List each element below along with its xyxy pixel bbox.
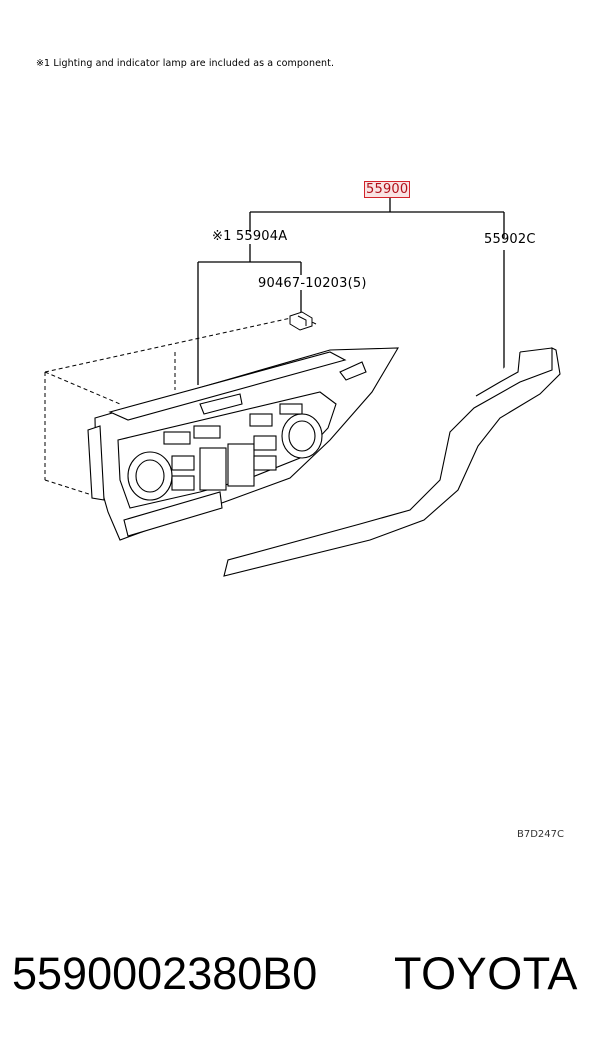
part-label-55902c[interactable]: 55902C — [484, 232, 536, 247]
control-panel-icon — [87, 347, 399, 541]
part-label-55900[interactable]: 55900 — [364, 181, 411, 198]
leader-lines — [197, 198, 505, 385]
part-label-55904a[interactable]: ※1 55904A — [212, 229, 288, 244]
trim-strip-icon — [223, 347, 561, 577]
footer-brand: TOYOTA — [394, 948, 578, 999]
clip-icon — [289, 311, 313, 331]
component-note: ※1 Lighting and indicator lamp are inclu… — [36, 58, 335, 69]
footer-part-number: 5590002380B0 — [12, 948, 318, 999]
part-label-90467[interactable]: 90467-10203(5) — [258, 276, 367, 291]
drawing-id: B7D247C — [517, 829, 564, 840]
